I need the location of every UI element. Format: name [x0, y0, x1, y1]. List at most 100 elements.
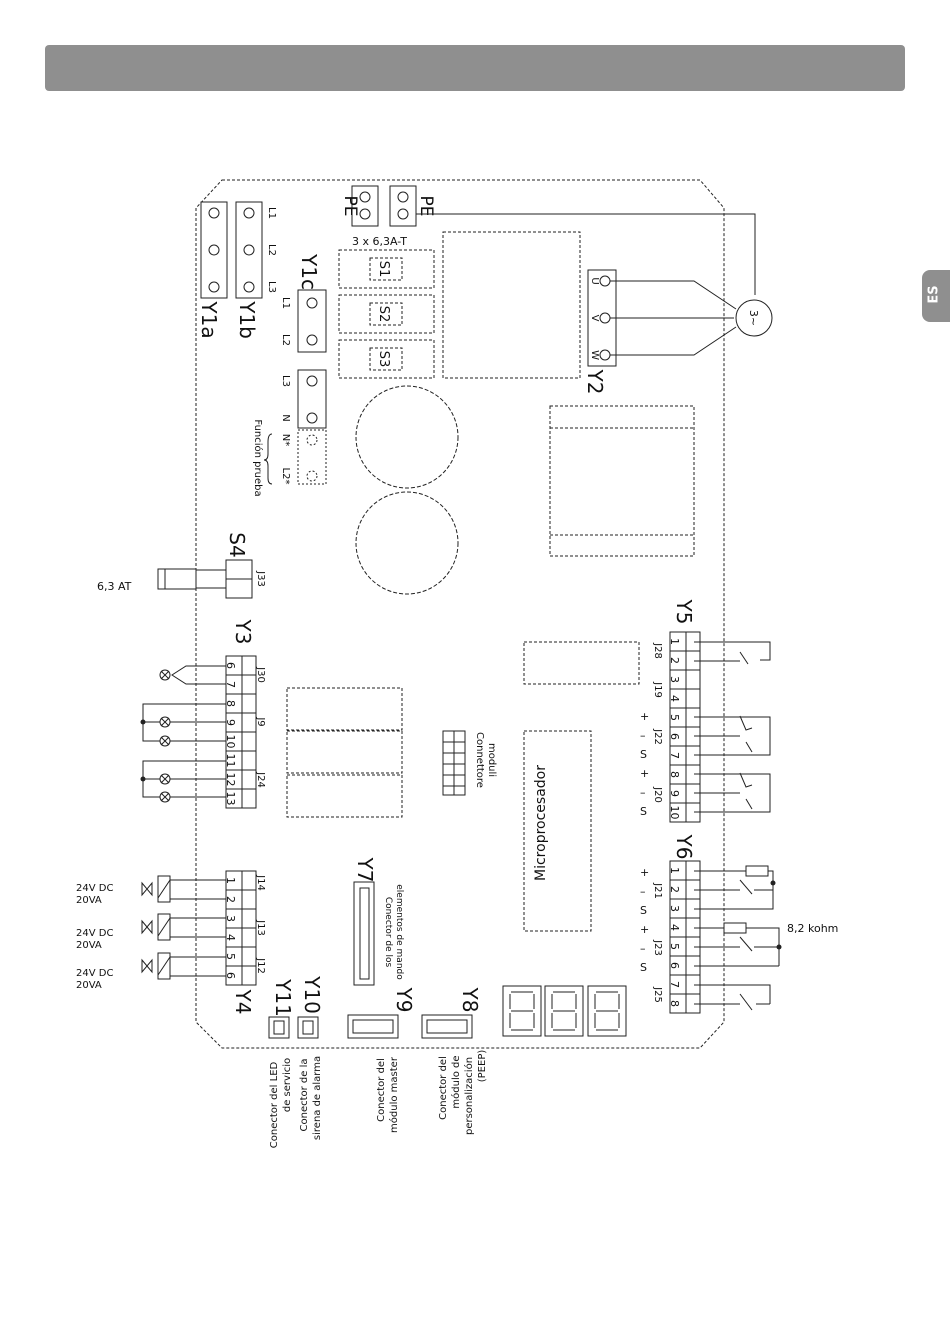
pe-right-connector: PE: [389, 185, 436, 227]
pe-left-connector: PE: [340, 185, 379, 227]
relay-box-1: [286, 687, 403, 731]
y10-label: Y10: [300, 975, 324, 1014]
relay-box-2: [286, 730, 403, 774]
y9-desc-1: Conector del: [376, 1058, 387, 1122]
connettore-label-1: Connettore: [474, 732, 485, 788]
connettore-moduli: [442, 730, 466, 796]
pin-number: 7: [668, 752, 681, 759]
y5-sign-plus-2: +: [640, 767, 649, 780]
fuse-s1-label: S1: [376, 261, 391, 278]
y8-desc-1: Conector del: [438, 1056, 449, 1120]
pin-screw: [241, 731, 257, 752]
pin-number: 7: [224, 681, 237, 688]
fuse-rating-label: 3 x 6,3A-T: [352, 235, 407, 248]
y11-label: Y11: [271, 978, 295, 1017]
y2-v-label: V: [589, 315, 600, 322]
y6-sign-s-2: S: [640, 961, 647, 974]
resistor-1: [745, 865, 769, 877]
pin-number: 1: [668, 867, 681, 874]
j20-label: J20: [652, 786, 663, 803]
terminal-y1a: Y1a: [197, 201, 228, 339]
y6-sign-minus-2: –: [640, 942, 646, 955]
j30-label: J30: [255, 666, 266, 683]
y6-sign-plus-1: +: [640, 866, 649, 879]
pin-number: 11: [224, 754, 237, 768]
y10-desc-2: sirena de alarma: [312, 1056, 323, 1140]
y8-desc-4: (PEEP): [477, 1050, 488, 1083]
y5-pin-signs: + – S + – S: [640, 710, 649, 818]
y9-desc-2: módulo master: [388, 1056, 400, 1133]
pin-number: 6: [668, 733, 681, 740]
language-tab[interactable]: ES: [922, 270, 950, 322]
pin-number: 9: [224, 719, 237, 726]
y6-sign-minus-1: –: [640, 885, 646, 898]
pin-screw: [241, 946, 257, 967]
j25-label: J25: [652, 986, 663, 1003]
y1b-l3-label: L3: [266, 281, 277, 293]
pin-number: 6: [224, 972, 237, 979]
pin-screw: [241, 870, 257, 891]
y6-pin-signs: + – S + – S: [640, 866, 649, 974]
fuse-s2-label: S2: [376, 306, 391, 323]
pin-number: 8: [224, 700, 237, 707]
microprocessor-label: Microprocesador: [533, 765, 549, 881]
pin-number: 3: [224, 915, 237, 922]
pin-screw: [241, 788, 257, 809]
fuse-s4-rating: 6,3 AT: [97, 580, 132, 593]
pin-number: 1: [668, 638, 681, 645]
j23-label: J23: [652, 939, 663, 956]
pin-screw: [241, 712, 257, 733]
y11-desc-2: de servicio: [282, 1058, 293, 1112]
fuse-s1: S1: [338, 249, 435, 289]
pin-number: 5: [224, 953, 237, 960]
resistor-label: 8,2 kohm: [787, 922, 838, 935]
y6-label: Y6: [672, 834, 696, 860]
j19-label: J19: [652, 681, 663, 698]
connector-y7: [353, 881, 375, 986]
pin-number: 5: [668, 714, 681, 721]
fuse-s2: S2: [338, 294, 435, 334]
y8-label: Y8: [458, 987, 482, 1013]
pin-number: 2: [668, 657, 681, 664]
valve2-power: 20VA: [76, 940, 102, 951]
pin-number: 3: [668, 676, 681, 683]
connector-y11: [268, 1016, 290, 1039]
pin-screw: [241, 655, 257, 676]
y8-desc-3: personalización: [463, 1057, 475, 1135]
y7-label: Y7: [353, 857, 377, 883]
terminal-y1b: Y1b: [235, 201, 263, 339]
connettore-label-2: moduli: [486, 743, 497, 777]
terminal-n: [297, 369, 327, 485]
motor-symbol: 3~: [735, 299, 773, 337]
pin-screw: [685, 688, 701, 709]
terminal-s4: S4 J33: [225, 532, 266, 599]
n-label: N: [280, 414, 291, 421]
pin-number: 5: [668, 943, 681, 950]
funcion-prueba-label: Función prueba: [252, 419, 264, 496]
valve1-voltage: 24V DC: [76, 883, 113, 894]
pin-number: 2: [224, 896, 237, 903]
y5-sign-plus-1: +: [640, 710, 649, 723]
y5-switches: [694, 641, 771, 813]
display-1-segments: [509, 991, 535, 1031]
resistor-2: [723, 922, 747, 934]
y1a-label: Y1a: [197, 300, 221, 338]
y1c-l1-label: L1: [280, 297, 291, 309]
pin-screw: [241, 965, 257, 986]
connector-y10: [297, 1016, 319, 1039]
n-star-label: N*: [280, 434, 291, 446]
pin-number: 6: [224, 662, 237, 669]
pin-screw: [241, 750, 257, 771]
y1c-label: Y1c: [297, 253, 321, 290]
pin-screw: [685, 669, 701, 690]
seven-segment-displays: [502, 985, 627, 1037]
capacitor-1: [355, 385, 459, 489]
y2-label: Y2: [583, 369, 607, 395]
n-l3-label: L3: [280, 375, 291, 387]
pin-number: 4: [224, 934, 237, 941]
j13-label: J13: [255, 919, 266, 936]
valve-group-y4: [141, 875, 226, 980]
pin-number: 13: [224, 792, 237, 806]
